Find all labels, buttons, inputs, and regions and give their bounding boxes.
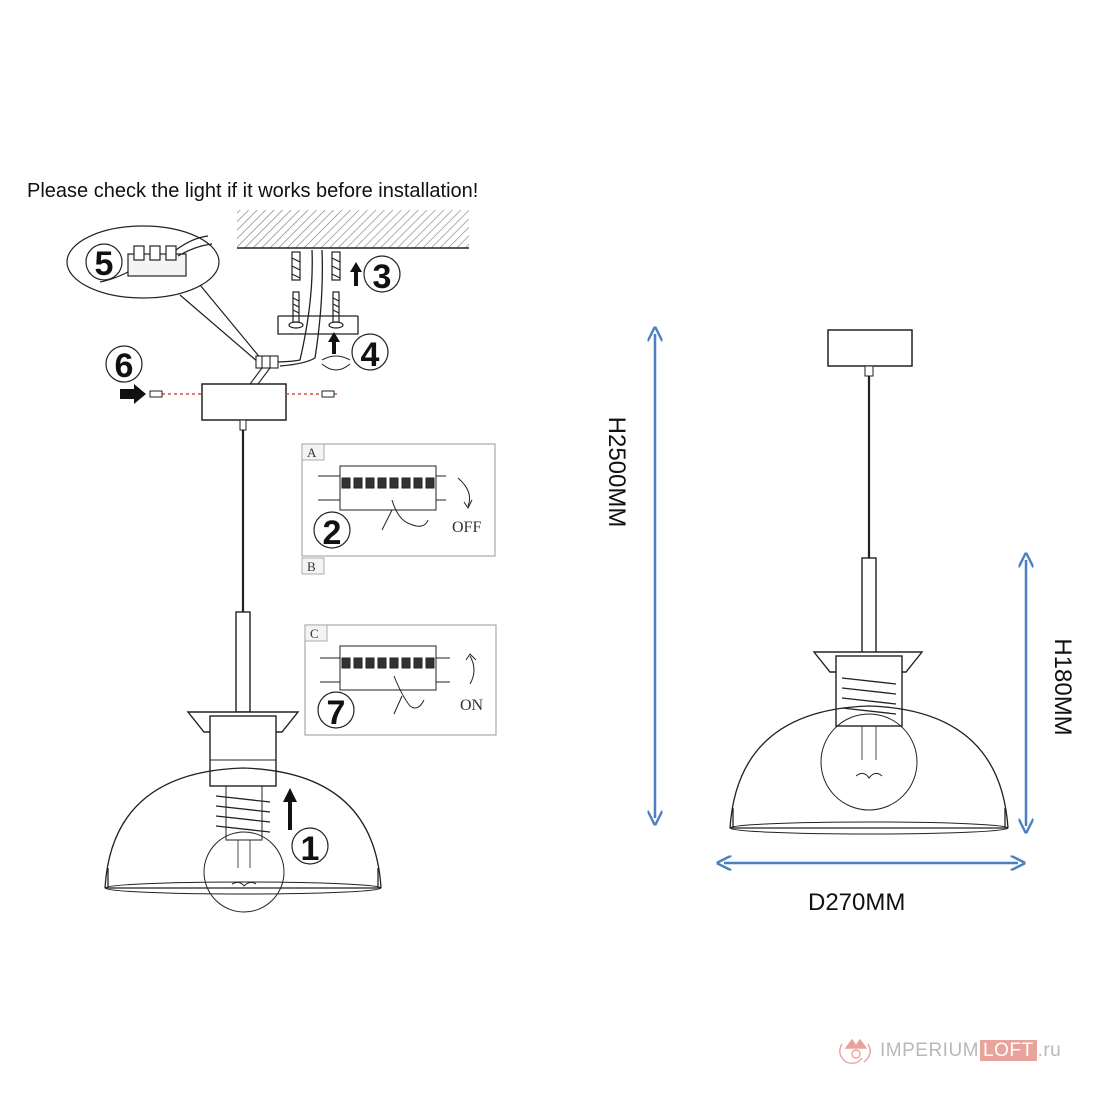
watermark-imperium: IMPERIUM [880, 1040, 979, 1061]
step-3-label: 3 [373, 258, 392, 296]
step-4-label: 4 [361, 336, 380, 374]
pendant-right [729, 329, 1009, 835]
ceiling [237, 210, 469, 249]
step-6-label: 6 [115, 347, 134, 385]
panel-b-label: B [307, 559, 316, 574]
watermark-logo-icon [839, 1038, 871, 1065]
panel-labels: A B C OFF ON [307, 445, 484, 714]
breaker-panel-off [301, 443, 496, 575]
watermark-domain: .ru [1037, 1040, 1062, 1061]
step-6-arrow-icon [120, 384, 146, 404]
step-7-label: 7 [327, 694, 346, 732]
shade-height-label: H180MM [1049, 638, 1076, 736]
step-5-label: 5 [95, 245, 114, 283]
on-label: ON [460, 697, 484, 714]
step-2-label: 2 [323, 514, 342, 552]
step-3-arrow-icon [350, 262, 362, 286]
off-label: OFF [452, 519, 481, 536]
installation-notice: Please check the light if it works befor… [27, 180, 479, 202]
step-1-arrow-icon [283, 788, 297, 830]
panel-a-label: A [307, 445, 317, 460]
ceiling-screws [288, 251, 344, 329]
terminal-block [249, 355, 279, 385]
panel-c-label: C [310, 626, 319, 641]
step-4-arrow-icon [321, 332, 351, 371]
pendant-left [104, 419, 382, 913]
step-badges: 5 3 4 6 2 7 1 [85, 243, 401, 868]
total-height-label: H2500MM [603, 416, 630, 528]
watermark-loft: LOFT [980, 1040, 1037, 1061]
diameter-label: D270MM [808, 889, 906, 916]
canopy-left [149, 383, 338, 421]
mounting-bracket [269, 249, 359, 367]
step-1-label: 1 [301, 830, 320, 868]
